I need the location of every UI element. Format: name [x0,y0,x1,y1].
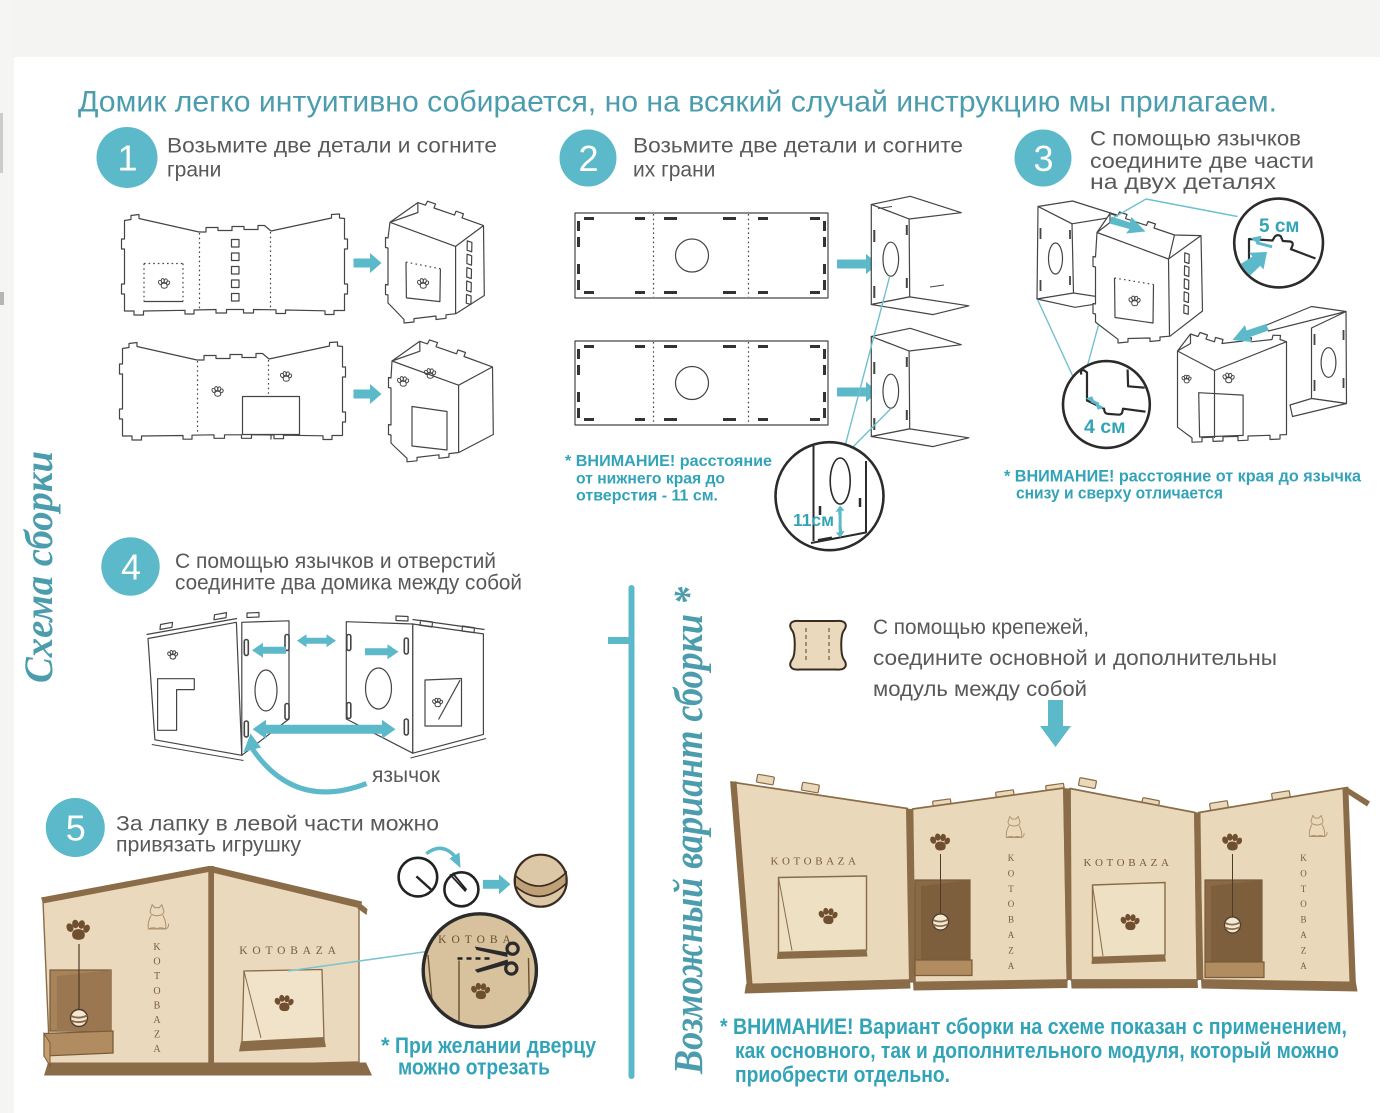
svg-text:2: 2 [578,138,598,179]
svg-text:язычок: язычок [372,764,441,787]
svg-text:11см: 11см [793,510,834,530]
svg-text:их грани: их грани [633,158,715,181]
svg-text:4 см: 4 см [1084,416,1126,438]
svg-text:* ВНИМАНИЕ! Вариант сборки на: * ВНИМАНИЕ! Вариант сборки на схеме пока… [720,1014,1347,1039]
svg-text:Схема сборки: Схема сборки [16,451,61,683]
svg-text:3: 3 [1033,138,1053,179]
svg-text:грани: грани [167,158,221,181]
svg-text:соедините основной и дополните: соедините основной и дополнительны [873,647,1277,670]
svg-text:5: 5 [66,808,86,849]
svg-text:снизу и сверху отличается: снизу и сверху отличается [1016,484,1223,503]
svg-text:5 см: 5 см [1259,216,1299,237]
svg-text:от нижнего края до: от нижнего края до [576,471,725,488]
svg-text:отверстия - 11 см.: отверстия - 11 см. [576,488,718,505]
svg-text:1: 1 [117,138,137,179]
svg-text:Возможный вариант сборки *: Возможный вариант сборки * [665,587,711,1075]
svg-text:4: 4 [121,547,141,588]
svg-text:Возьмите две детали и согните: Возьмите две детали и согните [633,135,963,158]
svg-text:KOTOBAZA: KOTOBAZA [770,856,859,868]
svg-text:Домик легко интуитивно собирае: Домик легко интуитивно собирается, но на… [78,86,1277,119]
svg-text:*: * [381,1033,390,1058]
svg-text:соедините два домика между соб: соедините два домика между собой [175,572,522,595]
svg-text:С помощью крепежей,: С помощью крепежей, [873,616,1089,639]
svg-text:С помощью язычков и отверстий: С помощью язычков и отверстий [175,550,496,573]
svg-text:привязать игрушку: привязать игрушку [116,834,302,857]
svg-text:* ВНИМАНИЕ! расстояние: * ВНИМАНИЕ! расстояние [565,453,772,470]
svg-text:KOTOBA: KOTOBA [438,934,516,946]
svg-text:модуль между собой: модуль между собой [873,678,1087,701]
svg-text:можно отрезать: можно отрезать [398,1055,550,1080]
svg-text:С помощью язычков: С помощью язычков [1090,127,1301,150]
svg-text:KOTOBAZA: KOTOBAZA [1083,857,1172,869]
svg-text:как основного, так и дополни: как основного, так и дополнительного мод… [735,1038,1339,1063]
svg-text:на двух деталях: на двух деталях [1090,171,1277,194]
svg-text:* ВНИМАНИЕ! расстояние от кра: * ВНИМАНИЕ! расстояние от края до язычка [1004,467,1362,486]
svg-text:KOTOBAZA: KOTOBAZA [239,945,340,957]
svg-text:При желании дверцу: При желании дверцу [395,1033,597,1058]
svg-text:Возьмите две детали и согните: Возьмите две детали и согните [167,135,497,158]
svg-text:соедините две части: соедините две части [1090,150,1314,173]
svg-text:За лапку в левой части можно: За лапку в левой части можно [116,812,439,835]
svg-text:приобрести отдельно.: приобрести отдельно. [735,1062,950,1087]
